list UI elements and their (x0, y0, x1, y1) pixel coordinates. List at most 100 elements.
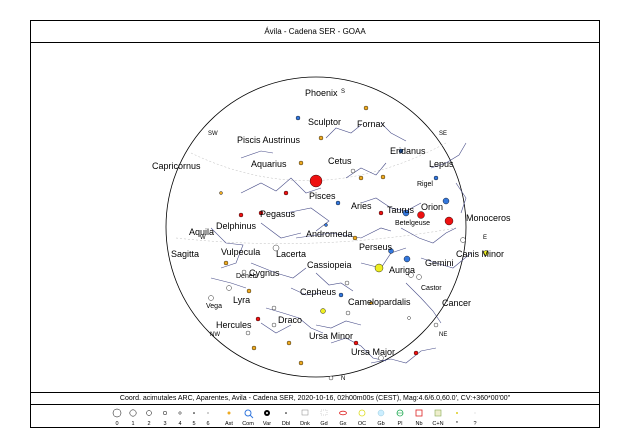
constellation-lines (210, 122, 472, 364)
magnitude-legend: 0 1 2 3 4 5 6 (112, 408, 210, 427)
double-star-icon (285, 412, 287, 414)
star-labels: Rigel Betelgeuse Deneb Vega Castor (206, 181, 442, 310)
coordinate-grid (175, 142, 457, 244)
dark-nebula-icon (301, 409, 309, 416)
legend-label-gd: Gd (320, 421, 327, 427)
magnitude-0-symbol (112, 408, 122, 418)
comet-icon (244, 409, 252, 417)
label-andromeda: Andromeda (306, 229, 353, 239)
label-gemini: Gemini (425, 258, 454, 268)
label-rigel: Rigel (417, 181, 433, 188)
object-type-legend: Ast Com Var Dbl Dnk Gd Gx OC Gb Pl Nb C+… (225, 409, 477, 427)
legend-label-star: * (456, 421, 459, 427)
constellation-labels: Phoenix Sculptor Fornax Eridanus Lepus P… (152, 88, 511, 357)
label-cancer: Cancer (442, 298, 471, 308)
magnitude-2-symbol (146, 410, 152, 416)
compass-labels: S SE E NE N NW W SW (200, 89, 487, 382)
legend-label-cn: C+N (432, 421, 443, 427)
footer-text: Coord. acimutales ARC, Aparentes, Avila … (119, 395, 511, 402)
magnitude-3-symbol (162, 410, 168, 416)
stars (208, 105, 489, 381)
label-camelopardalis: Camelopardalis (348, 297, 411, 307)
direction-sw: SW (208, 131, 218, 137)
label-castor: Castor (421, 285, 442, 292)
label-aquarius: Aquarius (251, 159, 287, 169)
direction-nw: NW (210, 332, 220, 338)
label-orion: Orion (421, 202, 443, 212)
label-lepus: Lepus (429, 159, 454, 169)
label-pegasus: Pegasus (260, 209, 296, 219)
label-pisces: Pisces (309, 191, 336, 201)
direction-n: N (341, 376, 345, 382)
label-canis-minor: Canis Minor (456, 249, 504, 259)
label-eridanus: Eridanus (390, 146, 426, 156)
magnitude-5-label: 5 (192, 421, 195, 427)
label-cetus: Cetus (328, 156, 352, 166)
magnitude-3-label: 3 (163, 421, 166, 427)
legend-label-oc: OC (358, 421, 366, 427)
label-lacerta: Lacerta (276, 249, 306, 259)
label-capricornus: Capricornus (152, 161, 201, 171)
legend-label-unknown: ? (473, 421, 476, 427)
label-taurus: Taurus (387, 205, 415, 215)
label-sculptor: Sculptor (308, 117, 341, 127)
magnitude-1-symbol (129, 409, 137, 417)
direction-e: E (483, 235, 487, 241)
label-sagitta: Sagitta (171, 249, 199, 259)
magnitude-4-label: 4 (178, 421, 181, 427)
direction-se: SE (439, 131, 447, 137)
legend-label-var: Var (263, 421, 271, 427)
legend: 0 1 2 3 4 5 6 Ast Com (112, 408, 477, 427)
cluster-nebula-icon (434, 409, 442, 417)
label-delphinus: Delphinus (216, 221, 257, 231)
label-phoenix: Phoenix (305, 88, 338, 98)
label-betelgeuse: Betelgeuse (395, 220, 430, 227)
magnitude-6-symbol (207, 412, 209, 414)
legend-label-gb: Gb (377, 421, 384, 427)
label-perseus: Perseus (359, 242, 393, 252)
legend-label-gx: Gx (339, 421, 346, 427)
direction-ne: NE (439, 332, 447, 338)
legend-label-dnk: Dnk (300, 421, 310, 427)
label-fornax: Fornax (357, 119, 386, 129)
chart-footer: Coord. acimutales ARC, Aparentes, Avila … (31, 392, 599, 405)
label-deneb: Deneb (236, 273, 257, 280)
open-cluster-icon (358, 409, 366, 417)
legend-label-dbl: Dbl (282, 421, 290, 427)
direction-w: W (200, 235, 206, 241)
label-draco: Draco (278, 315, 302, 325)
chart-frame: Ávila - Cadena SER - GOAA (30, 20, 600, 428)
label-cassiopeia: Cassiopeia (307, 260, 352, 270)
magnitude-1-label: 1 (131, 421, 134, 427)
label-monoceros: Monoceros (466, 213, 511, 223)
label-piscis-austrinus: Piscis Austrinus (237, 135, 301, 145)
label-lyra: Lyra (233, 295, 250, 305)
legend-label-pl: Pl (398, 421, 403, 427)
legend-label-com: Com (242, 421, 254, 427)
label-hercules: Hercules (216, 320, 252, 330)
magnitude-4-symbol (178, 411, 182, 415)
galaxy-icon (339, 410, 347, 416)
label-vega: Vega (206, 303, 222, 310)
label-ursa-major: Ursa Major (351, 347, 395, 357)
label-vulpecula: Vulpecula (221, 247, 260, 257)
label-cepheus: Cepheus (300, 287, 337, 297)
label-aries: Aries (351, 201, 372, 211)
magnitude-0-label: 0 (115, 421, 118, 427)
label-auriga: Auriga (389, 265, 415, 275)
asteroid-icon (227, 411, 231, 415)
sky-map: S SE E NE N NW W SW Phoenix Sculptor For… (152, 76, 511, 382)
label-ursa-minor: Ursa Minor (309, 331, 353, 341)
horizon-circle (165, 76, 467, 378)
star-icon (456, 412, 458, 414)
magnitude-2-label: 2 (147, 421, 150, 427)
magnitude-5-symbol (193, 412, 195, 414)
magnitude-6-label: 6 (206, 421, 209, 427)
nebula-icon (415, 409, 423, 417)
chart-title: Ávila - Cadena SER - GOAA (264, 27, 366, 36)
galaxy-group-icon (320, 409, 328, 416)
direction-s: S (341, 89, 345, 95)
chart-title-bar: Ávila - Cadena SER - GOAA (31, 21, 599, 43)
label-aquila: Aquila (189, 227, 214, 237)
unknown-object-icon (474, 412, 476, 414)
